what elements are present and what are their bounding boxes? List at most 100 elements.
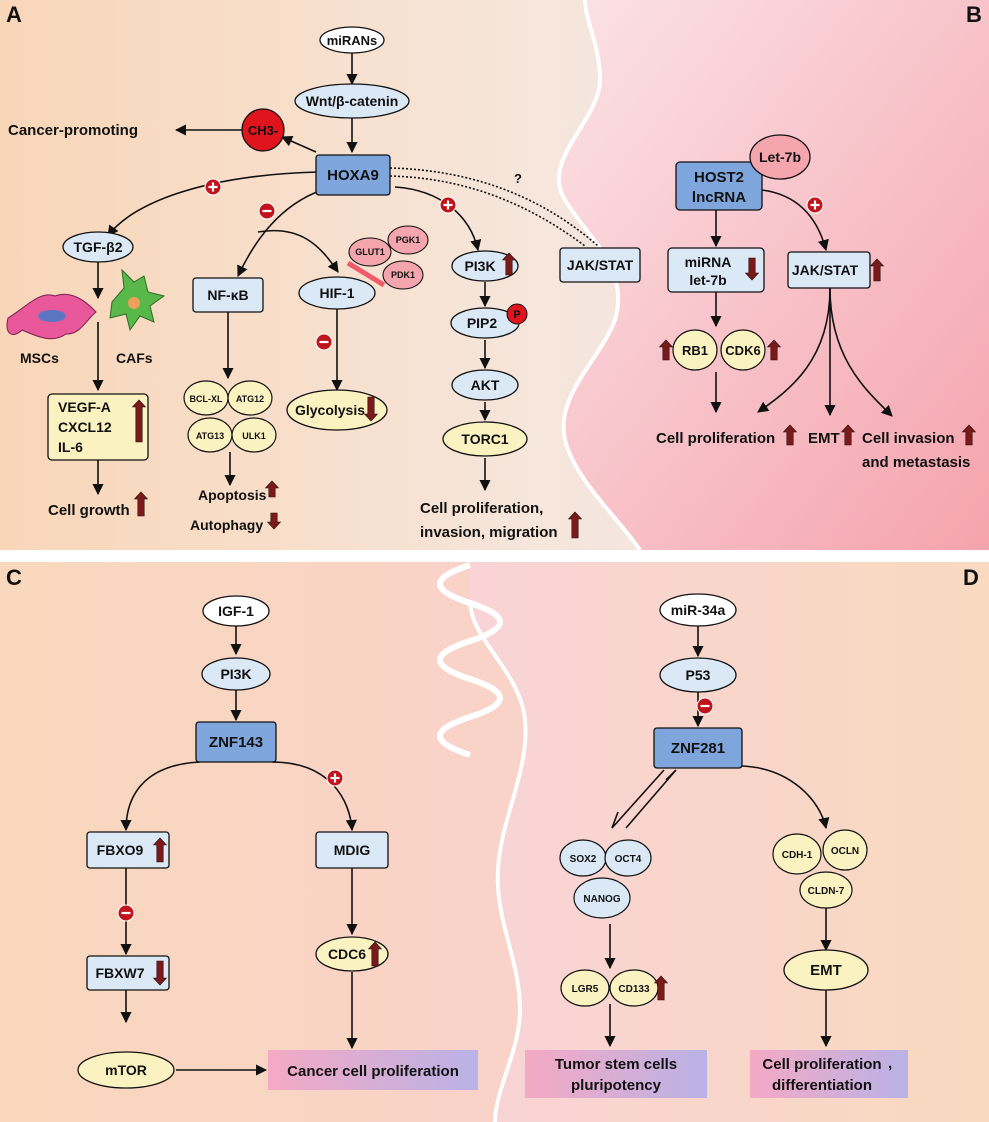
- label-pi3k-a: PI3K: [464, 258, 495, 274]
- label-nanog: NANOG: [583, 894, 620, 905]
- label-mirna-2: let-7b: [689, 272, 726, 288]
- node-wnt: [294, 83, 410, 119]
- node-hif1: [298, 276, 376, 310]
- node-ulk1: [231, 417, 277, 453]
- node-cdk6: [720, 329, 766, 371]
- label-fbxo9: FBXO9: [97, 842, 144, 858]
- panel-label-a: A: [6, 2, 22, 27]
- node-p53: [659, 657, 737, 693]
- label-invasion-1: Cell invasion: [862, 430, 955, 447]
- label-nfkb: NF-κB: [207, 287, 248, 303]
- node-pi3k-a: [451, 250, 519, 282]
- label-autophagy: Autophagy: [190, 517, 263, 533]
- label-hoxa9: HOXA9: [327, 167, 379, 184]
- node-jakstat-b: [787, 251, 871, 289]
- node-torc1: [442, 421, 528, 457]
- label-akt: AKT: [471, 377, 500, 393]
- node-mtor: [77, 1051, 175, 1089]
- down-arrow-icon: [744, 257, 760, 281]
- caf-cell-icon: [109, 268, 166, 332]
- panel-cd-divider: [468, 599, 528, 1122]
- node-lgr5: [560, 969, 610, 1007]
- label-il6: IL-6: [58, 439, 83, 455]
- label-torc1: TORC1: [461, 431, 508, 447]
- panel-separator: [0, 550, 989, 562]
- msc-cell-icon: [6, 293, 97, 340]
- up-arrow-icon: [653, 975, 669, 1001]
- label-rb1: RB1: [682, 343, 708, 358]
- label-mirna-1: miRNA: [685, 254, 732, 270]
- label-znf281: ZNF281: [671, 740, 725, 757]
- node-znf143: [195, 721, 277, 763]
- arrow-jak-invasion: [829, 287, 893, 417]
- up-arrow-icon: [567, 511, 583, 539]
- label-prolif-a-2: invasion, migration: [420, 524, 558, 541]
- label-prolif-a-1: Cell proliferation,: [420, 500, 543, 517]
- up-arrow-icon: [367, 941, 383, 967]
- label-msc: MSCs: [20, 350, 59, 366]
- arrow-znf281-cdh: [741, 765, 830, 830]
- label-atg13: ATG13: [196, 431, 224, 441]
- node-mir34a: [659, 593, 737, 627]
- label-tumor-2: pluripotency: [571, 1077, 662, 1094]
- connectors: [92, 50, 893, 1076]
- label-znf143: ZNF143: [209, 734, 263, 751]
- up-arrow-icon: [131, 399, 147, 443]
- inhibition-bar: [346, 260, 386, 288]
- node-cdh1: [772, 833, 822, 875]
- node-tgf: [62, 231, 134, 263]
- node-rb1: [672, 329, 718, 371]
- label-bclxl: BCL-XL: [190, 394, 223, 404]
- arrow-hoxa9-ch3: [280, 135, 317, 153]
- node-nfkb: [192, 277, 264, 313]
- link-hoxa9-jak-2: [389, 175, 586, 247]
- halfarrow-stem-znf281-up: [625, 769, 677, 829]
- label-apoptosis: Apoptosis: [198, 487, 267, 503]
- label-ch3: CH3-: [248, 123, 278, 138]
- node-jakstat-a: [559, 247, 641, 283]
- up-arrow-icon: [264, 480, 280, 498]
- node-glycolysis: [286, 389, 388, 431]
- label-host2-1: HOST2: [694, 169, 744, 186]
- label-question: ?: [514, 171, 522, 186]
- label-tumor-1: Tumor stem cells: [555, 1056, 677, 1073]
- label-caf: CAFs: [116, 350, 153, 366]
- node-ch3: [241, 108, 285, 152]
- up-arrow-icon: [152, 837, 168, 863]
- label-fbxw7: FBXW7: [96, 965, 145, 981]
- label-hif1: HIF-1: [320, 285, 355, 301]
- label-host2-2: lncRNA: [692, 189, 746, 206]
- label-cell-prolif-b: Cell proliferation: [656, 430, 775, 447]
- phospho-icon: [506, 303, 528, 325]
- node-oct4: [604, 839, 652, 877]
- link-hoxa9-jak-1: [389, 167, 599, 247]
- label-invasion-2: and metastasis: [862, 454, 970, 471]
- label-cdk6: CDK6: [725, 343, 760, 358]
- node-znf281: [653, 727, 743, 769]
- box-tumor: [525, 1050, 707, 1098]
- label-ulk1: ULK1: [242, 431, 266, 441]
- label-glut1: GLUT1: [355, 247, 385, 257]
- node-pi3k-c: [201, 657, 271, 691]
- label-p53: P53: [686, 667, 711, 683]
- node-akt: [451, 369, 519, 401]
- panel-a-nodes: miRANs Wnt/β-catenin Cancer-promoting CH…: [6, 26, 641, 541]
- panel-label-d: D: [963, 565, 979, 590]
- up-arrow-icon: [782, 424, 798, 446]
- box-cancer-prolif: [268, 1050, 478, 1090]
- comma-mark: ,: [888, 1055, 892, 1072]
- arrow-hoxa9-nfkb: [237, 189, 323, 278]
- label-cell-growth: Cell growth: [48, 502, 130, 519]
- label-atg12: ATG12: [236, 394, 264, 404]
- node-fbxo9: [86, 831, 170, 869]
- label-prolif-d-2: differentiation: [772, 1077, 872, 1094]
- up-arrow-icon: [658, 339, 674, 361]
- label-cdh1: CDH-1: [782, 850, 813, 861]
- node-pgk1: [387, 225, 429, 255]
- up-arrow-icon: [869, 258, 885, 282]
- label-cancer-promoting: Cancer-promoting: [8, 122, 138, 139]
- node-cldn7: [799, 871, 853, 909]
- arrow-hoxa9-hif: [257, 229, 339, 273]
- down-arrow-icon: [363, 396, 379, 422]
